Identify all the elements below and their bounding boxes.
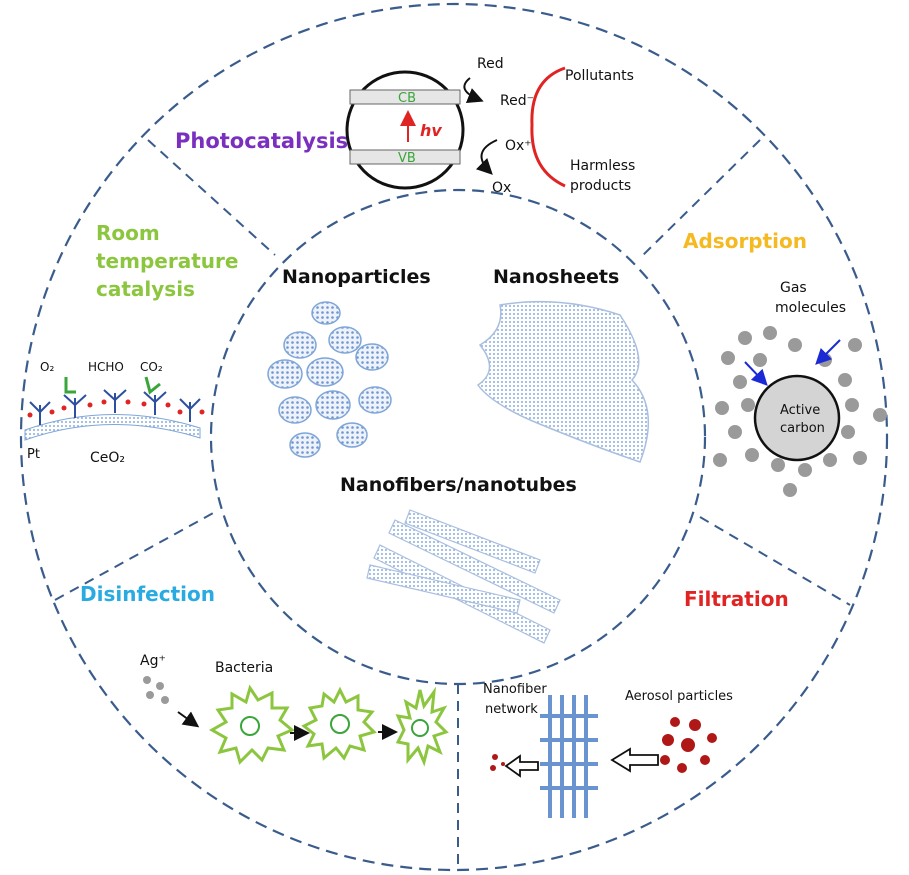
co2-label: CO₂	[140, 360, 163, 374]
ceo2-label: CeO₂	[90, 450, 125, 466]
hv-label: hv	[420, 121, 442, 140]
gas-label-2: molecules	[775, 300, 846, 316]
cb-band	[349, 89, 461, 105]
active-label-1: Active	[780, 403, 820, 418]
vb-label: VB	[398, 151, 416, 166]
active-label-2: carbon	[780, 421, 825, 436]
filtration-section: Filtration Nanofiber network Aerosol par…	[483, 587, 789, 818]
red-minus-label: Red⁻	[500, 93, 534, 109]
molecule-2	[144, 376, 161, 395]
ag-label: Ag⁺	[140, 653, 166, 669]
vb-band	[349, 149, 461, 165]
pollutant-bracket	[530, 66, 566, 188]
gas-molecules	[713, 326, 887, 497]
adsorption-title: Adsorption	[683, 229, 807, 253]
hollow-arrow-out	[504, 754, 539, 778]
bacterium-1	[208, 684, 295, 765]
pt-label: Pt	[27, 447, 40, 462]
nanosheet	[476, 300, 650, 463]
aerosol-particles	[660, 717, 717, 773]
pollutants-label: Pollutants	[565, 68, 634, 84]
filtered-particles	[490, 754, 505, 771]
bacteria-label: Bacteria	[215, 660, 273, 676]
adsorb-arrow-right	[815, 339, 841, 365]
bacterium-face-2	[330, 714, 350, 734]
ag-arrow	[177, 711, 200, 728]
o2-label: O₂	[40, 360, 54, 374]
pt-dots	[27, 399, 205, 418]
nanofiber-bundle	[366, 509, 561, 644]
aerosol-label: Aerosol particles	[625, 689, 733, 704]
sector-dividers	[54, 139, 851, 866]
photocatalysis-title: Photocatalysis	[175, 129, 348, 153]
nanoparticle-cluster	[267, 301, 392, 458]
bacterium-face-3	[411, 719, 429, 737]
cb-label: CB	[398, 91, 416, 106]
active-carbon	[753, 374, 841, 462]
red-arrow-curve	[463, 77, 484, 103]
ag-ions	[143, 676, 169, 704]
disinfection-title: Disinfection	[80, 582, 215, 606]
disinfection-section: Disinfection Ag⁺ Bacteria	[80, 582, 449, 767]
ox-label: Ox	[492, 180, 511, 196]
ox-plus-label: Ox⁺	[505, 138, 532, 154]
nanofibers-label: Nanofibers/nanotubes	[340, 474, 577, 496]
photocatalysis-section: Photocatalysis CB VB hv Red Red⁻ Ox⁺ Ox …	[175, 56, 635, 196]
molecule-1	[64, 377, 76, 394]
network-label-1: Nanofiber	[483, 682, 547, 697]
network-label-2: network	[485, 702, 538, 717]
red-label: Red	[477, 56, 504, 72]
nanoparticles-label: Nanoparticles	[282, 266, 431, 288]
room-temp-title-3: catalysis	[96, 277, 195, 301]
room-temp-title-2: temperature	[96, 249, 238, 273]
adsorption-section: Adsorption Gas molecules Active carbon	[683, 229, 887, 497]
filtration-title: Filtration	[684, 587, 789, 611]
center-section: Nanoparticles Nanosheets Nanofibers/nano…	[267, 266, 650, 644]
band-circle	[345, 70, 465, 190]
harmless-label-2: products	[570, 178, 631, 194]
room-temp-title-1: Room	[96, 221, 160, 245]
outer-ring	[19, 2, 889, 872]
ox-arrow-curve	[475, 139, 498, 175]
pt-sites	[29, 389, 201, 425]
nanofiber-network	[540, 695, 598, 818]
adsorb-arrow-left	[744, 361, 768, 386]
nanosheets-label: Nanosheets	[493, 266, 619, 288]
harmless-label-1: Harmless	[570, 158, 635, 174]
hcho-label: HCHO	[88, 360, 124, 374]
bacterium-face-1	[240, 716, 260, 736]
bacterium-3	[395, 686, 449, 767]
gas-label-1: Gas	[780, 280, 807, 296]
hollow-arrow-in	[610, 747, 659, 773]
room-temp-section: Room temperature catalysis O₂ HCHO CO₂ P…	[24, 221, 238, 466]
ceo2-support	[24, 414, 201, 441]
